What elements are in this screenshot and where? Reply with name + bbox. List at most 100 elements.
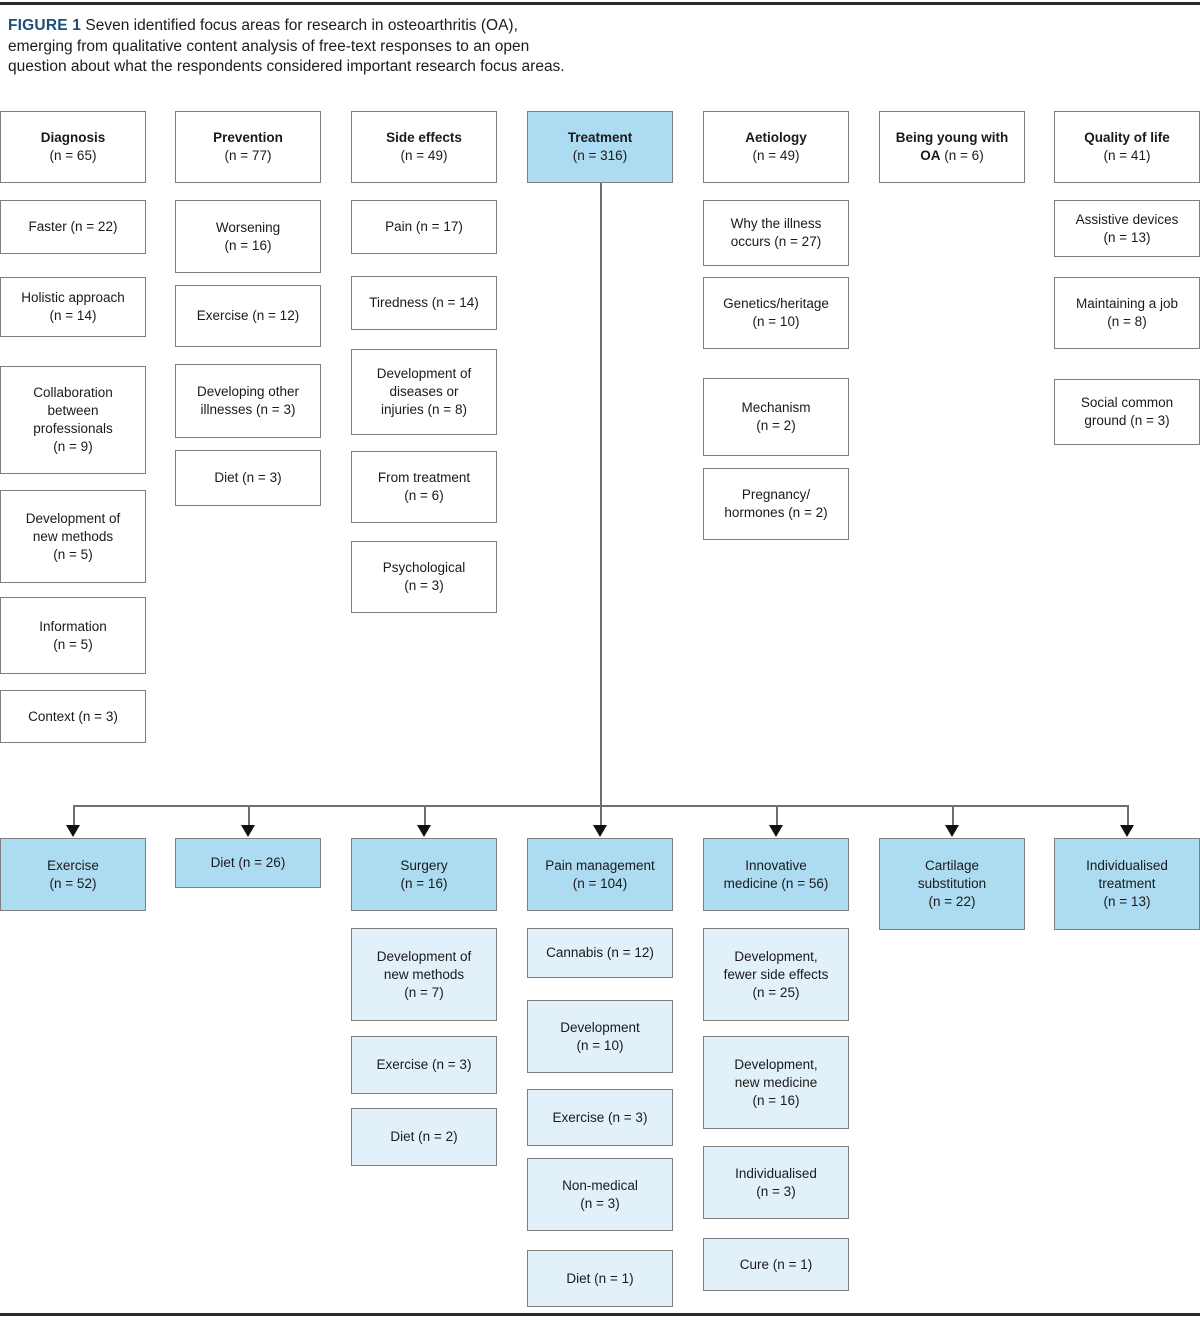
box-label: Diet (n = 2) xyxy=(390,1129,458,1144)
box-label: Cannabis (n = 12) xyxy=(546,945,654,960)
branch-drop-line-innovative-medicine xyxy=(776,805,778,826)
column-header-label: Aetiology(n = 49) xyxy=(745,130,807,163)
box-label: Individualised(n = 3) xyxy=(735,1165,817,1199)
branch-item-surgery-1: Exercise (n = 3) xyxy=(351,1036,497,1094)
branch-item-pain-management-1: Development(n = 10) xyxy=(527,1000,673,1073)
box-label: Exercise (n = 3) xyxy=(552,1109,648,1125)
column-item-side-effects-3: From treatment(n = 6) xyxy=(351,451,497,523)
column-header-diagnosis: Diagnosis(n = 65) xyxy=(0,111,146,183)
branch-drop-line-diet xyxy=(248,805,250,826)
box-label: Worsening(n = 16) xyxy=(215,219,281,253)
column-item-prevention-3: Diet (n = 3) xyxy=(175,450,321,506)
column-item-quality-of-life-1: Maintaining a job(n = 8) xyxy=(1054,277,1200,349)
figure-label: FIGURE 1 xyxy=(8,17,82,34)
box-label: Non-medical(n = 3) xyxy=(562,1177,638,1211)
box-label: Pain (n = 17) xyxy=(385,219,463,234)
column-header-quality-of-life: Quality of life(n = 41) xyxy=(1054,111,1200,183)
branch-drop-line-exercise xyxy=(73,805,75,826)
branch-item-surgery-2: Diet (n = 2) xyxy=(351,1108,497,1166)
box-label: Development,fewer side effects(n = 25) xyxy=(723,948,829,1000)
box-label: Faster (n = 22) xyxy=(28,219,118,234)
branch-item-pain-management-2: Exercise (n = 3) xyxy=(527,1089,673,1146)
top-rule xyxy=(0,2,1200,5)
box-label: Exercise (n = 3) xyxy=(376,1057,472,1072)
branch-item-pain-management-0: Cannabis (n = 12) xyxy=(527,928,673,978)
treatment-trunk-line xyxy=(600,183,602,805)
branch-drop-line-individualised-treatment xyxy=(1127,805,1129,826)
branch-item-innovative-medicine-3: Cure (n = 1) xyxy=(703,1238,849,1291)
box-label: Exercise(n = 52) xyxy=(47,857,99,891)
box-label: From treatment(n = 6) xyxy=(377,470,471,503)
column-header-prevention: Prevention(n = 77) xyxy=(175,111,321,183)
box-label: Maintaining a job(n = 8) xyxy=(1075,296,1179,329)
box-label: Diet (n = 26) xyxy=(210,855,286,870)
box-label: Cure (n = 1) xyxy=(739,1256,813,1272)
column-item-diagnosis-5: Context (n = 3) xyxy=(0,690,146,743)
column-item-prevention-1: Exercise (n = 12) xyxy=(175,285,321,347)
branch-item-pain-management-4: Diet (n = 1) xyxy=(527,1250,673,1307)
branch-header-surgery: Surgery(n = 16) xyxy=(351,838,497,911)
branch-header-pain-management: Pain management(n = 104) xyxy=(527,838,673,911)
figure-caption-text: Seven identified focus areas for researc… xyxy=(8,17,565,75)
box-label: Development(n = 10) xyxy=(560,1019,640,1053)
branch-arrow-individualised-treatment xyxy=(1120,825,1134,837)
branch-drop-line-surgery xyxy=(424,805,426,826)
branch-header-exercise: Exercise(n = 52) xyxy=(0,838,146,911)
branch-item-innovative-medicine-2: Individualised(n = 3) xyxy=(703,1146,849,1219)
column-item-diagnosis-0: Faster (n = 22) xyxy=(0,200,146,254)
column-header-label: Treatment(n = 316) xyxy=(567,130,633,163)
branch-arrow-pain-management xyxy=(593,825,607,837)
column-item-diagnosis-4: Information(n = 5) xyxy=(0,597,146,674)
column-item-diagnosis-1: Holistic approach(n = 14) xyxy=(0,277,146,337)
box-label: Exercise (n = 12) xyxy=(196,308,300,323)
box-label: Genetics/heritage(n = 10) xyxy=(723,296,829,329)
box-label: Holistic approach(n = 14) xyxy=(21,290,125,323)
box-label: Context (n = 3) xyxy=(28,708,118,724)
column-header-label: Quality of life(n = 41) xyxy=(1084,130,1170,163)
branch-arrow-exercise xyxy=(66,825,80,837)
branch-drop-line-pain-management xyxy=(600,805,602,826)
box-label: Tiredness (n = 14) xyxy=(369,295,479,310)
column-item-side-effects-4: Psychological(n = 3) xyxy=(351,541,497,613)
box-label: Assistive devices(n = 13) xyxy=(1075,211,1179,245)
column-header-aetiology: Aetiology(n = 49) xyxy=(703,111,849,183)
branch-arrow-innovative-medicine xyxy=(769,825,783,837)
column-item-aetiology-2: Mechanism(n = 2) xyxy=(703,378,849,456)
branch-arrow-diet xyxy=(241,825,255,837)
box-label: Development,new medicine(n = 16) xyxy=(734,1056,818,1108)
bottom-rule xyxy=(0,1313,1200,1316)
column-item-prevention-0: Worsening(n = 16) xyxy=(175,200,321,273)
box-label: Pregnancy/hormones (n = 2) xyxy=(724,487,828,520)
box-label: Surgery(n = 16) xyxy=(400,857,448,891)
branch-arrow-surgery xyxy=(417,825,431,837)
branch-item-pain-management-3: Non-medical(n = 3) xyxy=(527,1158,673,1231)
box-label: Diet (n = 1) xyxy=(566,1270,634,1286)
column-item-side-effects-0: Pain (n = 17) xyxy=(351,200,497,254)
box-label: Psychological(n = 3) xyxy=(382,560,466,593)
box-label: Mechanism(n = 2) xyxy=(741,400,811,433)
column-header-treatment: Treatment(n = 316) xyxy=(527,111,673,183)
branch-header-diet: Diet (n = 26) xyxy=(175,838,321,888)
column-item-aetiology-3: Pregnancy/hormones (n = 2) xyxy=(703,468,849,540)
branch-item-innovative-medicine-0: Development,fewer side effects(n = 25) xyxy=(703,928,849,1021)
branch-arrow-cartilage-substitution xyxy=(945,825,959,837)
branch-item-innovative-medicine-1: Development,new medicine(n = 16) xyxy=(703,1036,849,1129)
column-header-label: Diagnosis(n = 65) xyxy=(40,130,106,163)
